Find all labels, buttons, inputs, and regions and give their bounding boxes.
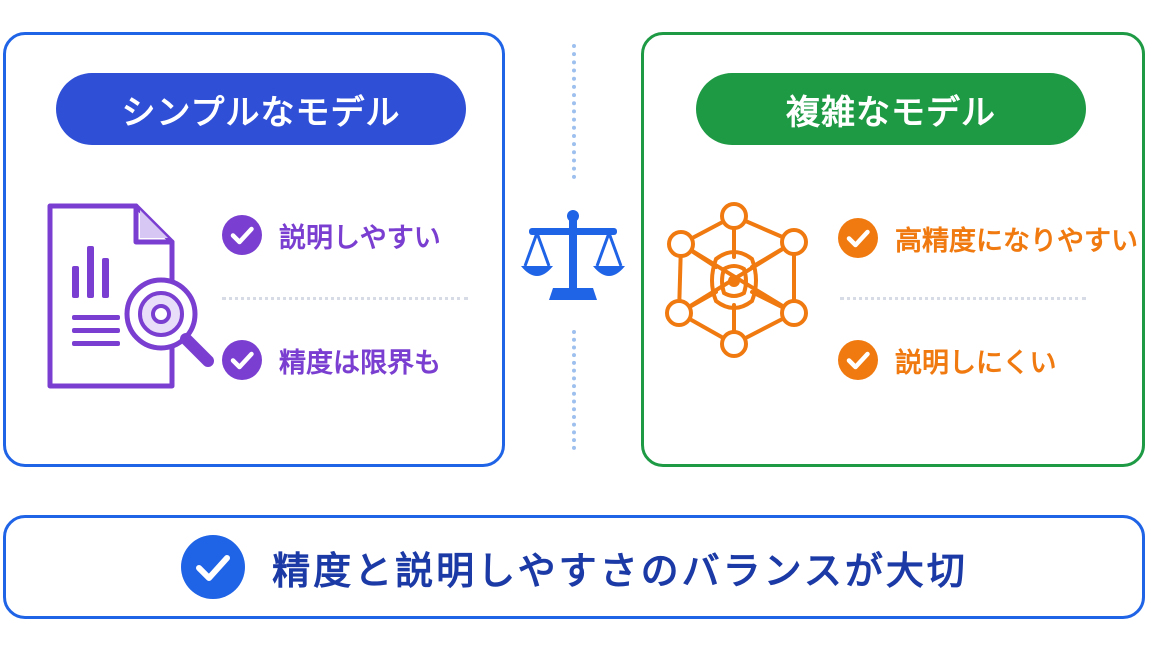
complex-model-card: 複雑なモデル	[641, 32, 1145, 467]
complex-feature-1: 高精度になりやすい	[837, 217, 1138, 259]
check-circle-icon	[222, 340, 262, 380]
conclusion-banner: 精度と説明しやすさのバランスが大切	[3, 515, 1145, 619]
conclusion-text: 精度と説明しやすさのバランスが大切	[272, 548, 968, 593]
simple-separator	[222, 297, 468, 300]
balance-scale-icon	[521, 210, 625, 300]
simple-feature-1-label: 説明しやすい	[279, 222, 441, 254]
complex-model-title: 複雑なモデル	[696, 73, 1086, 145]
divider-bottom	[572, 330, 576, 450]
simple-feature-2-label: 精度は限界も	[279, 347, 441, 379]
divider-top	[572, 44, 576, 179]
simple-feature-1: 説明しやすい	[221, 214, 441, 256]
complex-feature-2: 説明しにくい	[837, 339, 1056, 381]
complex-feature-2-label: 説明しにくい	[895, 347, 1057, 379]
document-magnifier-icon	[47, 203, 214, 389]
neural-network-icon	[665, 202, 808, 358]
simple-model-title: シンプルなモデル	[56, 73, 466, 145]
check-circle-icon	[838, 340, 878, 380]
check-circle-icon	[181, 535, 246, 599]
simple-model-card: シンプルなモデル 説明しやすい 精度は限界	[3, 32, 505, 467]
complex-feature-1-label: 高精度になりやすい	[895, 225, 1138, 257]
check-circle-icon	[838, 218, 878, 258]
simple-feature-2: 精度は限界も	[221, 339, 441, 381]
check-circle-icon	[222, 215, 262, 255]
complex-separator	[840, 297, 1086, 300]
